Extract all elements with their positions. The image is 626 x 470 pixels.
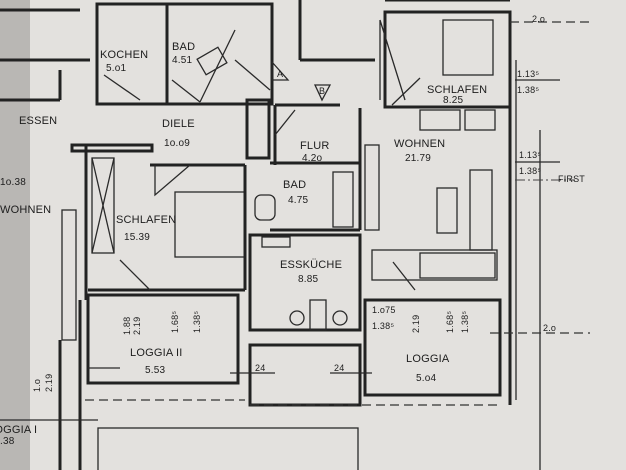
room-label-kochen: KOCHEN — [100, 49, 148, 61]
room-label-diele: DIELE — [162, 118, 195, 130]
room-area-kochen: 5.o1 — [106, 63, 127, 74]
room-label-bad-mid: BAD — [283, 179, 306, 191]
dim-first: FIRST — [558, 174, 585, 184]
room-area-bad-mid: 4.75 — [288, 195, 309, 206]
room-label-schlafen-large: SCHLAFEN — [116, 214, 176, 226]
dimension-lines — [88, 21, 590, 374]
dim-wall-a: 24 — [255, 363, 265, 373]
room-area-wohnen: 21.79 — [405, 153, 431, 164]
dim-sill-1b: 1.38⁵ — [517, 85, 539, 95]
dim-loggia-a: 1.o75 — [372, 305, 396, 315]
dim-top-level: 2.o — [532, 14, 545, 24]
room-label-schlafen-small: SCHLAFEN — [427, 84, 487, 96]
room-label-wohnen-left: WOHNEN — [0, 204, 51, 216]
room-area-schlafen-large: 15.39 — [124, 232, 150, 243]
room-label-flur: FLUR — [300, 140, 330, 152]
room-label-esskueche: ESSKÜCHE — [280, 259, 342, 271]
stair-marker-a: A — [277, 69, 283, 79]
room-area-flur: 4.2o — [302, 153, 323, 164]
stair-marker-b: B — [319, 86, 325, 96]
room-label-essen: ESSEN — [19, 115, 57, 127]
room-area-diele: 1o.o9 — [164, 138, 190, 149]
room-labels: KOCHEN 5.o1 BAD 4.51 ESSEN 1o.38 WOHNEN … — [0, 41, 487, 447]
dim-loggia-level: 2.o — [543, 323, 556, 333]
room-area-schlafen-small: 8.25 — [443, 95, 464, 106]
room-label-loggia-1: LOGGIA I — [0, 424, 37, 436]
dim-loggia1-b: 2.19 — [44, 374, 54, 392]
walls — [0, 0, 541, 470]
dim-sill-1a: 1.13⁵ — [517, 69, 539, 79]
dim-loggia1-a: 1.o — [32, 379, 42, 392]
dim-loggia-d: 1.68⁵ — [445, 311, 455, 333]
dim-sill-2a: 1.13⁵ — [519, 150, 541, 160]
room-label-loggia: LOGGIA — [406, 353, 450, 365]
dim-loggia-b: 1.38⁵ — [372, 321, 394, 331]
page-shadow — [0, 0, 30, 470]
dim-loggia2-c: 1.68⁵ — [170, 311, 180, 333]
room-area-loggia: 5.o4 — [416, 373, 437, 384]
dim-loggia-e: 1.38⁵ — [460, 311, 470, 333]
room-label-loggia-2: LOGGIA II — [130, 347, 183, 359]
dim-loggia-c: 2.19 — [411, 315, 421, 333]
dim-sill-2b: 1.38⁵ — [519, 166, 541, 176]
dim-loggia2-d: 1.38⁵ — [192, 311, 202, 333]
room-area-esskueche: 8.85 — [298, 274, 319, 285]
room-area-bad-top: 4.51 — [172, 55, 193, 66]
dimension-labels: 2.o 1.13⁵ 1.38⁵ 1.13⁵ 1.38⁵ FIRST 2.o 24… — [32, 14, 585, 392]
room-area-loggia-1: .38 — [0, 436, 15, 447]
room-area-wohnen-left: 1o.38 — [0, 177, 26, 188]
dim-wall-b: 24 — [334, 363, 344, 373]
room-label-bad-top: BAD — [172, 41, 195, 53]
dim-loggia2-b: 2.19 — [132, 317, 142, 335]
room-label-wohnen: WOHNEN — [394, 138, 445, 150]
room-area-loggia-2: 5.53 — [145, 365, 166, 376]
dim-loggia2-a: 1.88 — [122, 317, 132, 335]
